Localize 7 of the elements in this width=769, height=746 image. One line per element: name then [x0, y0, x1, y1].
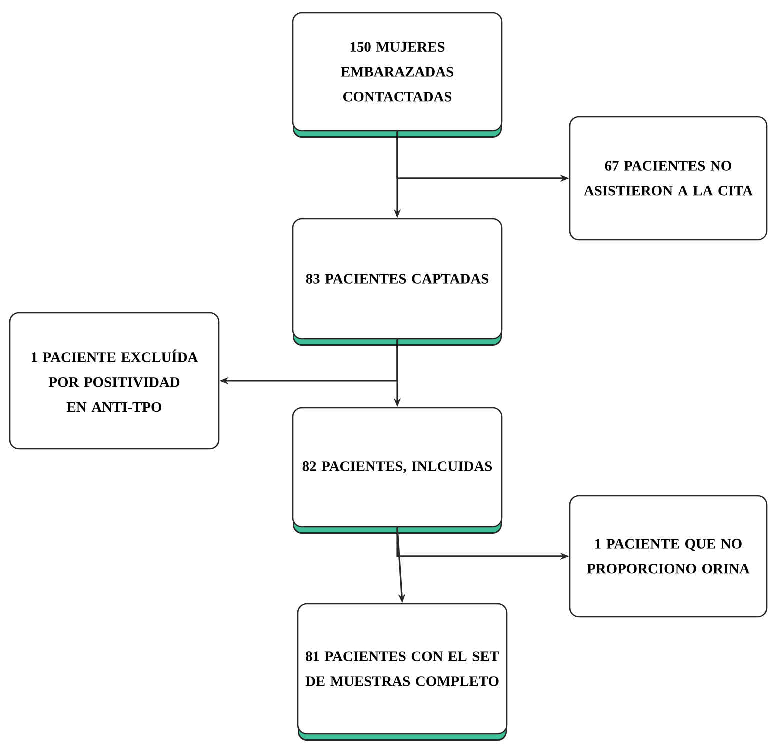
- process-box: 1 PACIENTE EXCLUÍDA POR POSITIVIDAD EN ANTI-TPO: [9, 312, 220, 450]
- process-box: 81 PACIENTES CON EL SET DE MUESTRAS COMPLETO: [297, 603, 508, 741]
- process-box: 83 PACIENTES CAPTADAS: [292, 218, 503, 346]
- process-box: 67 PACIENTES NO ASISTIERON A LA CITA: [569, 116, 768, 241]
- process-box: 150 MUJERES EMBARAZADAS CONTACTADAS: [292, 12, 503, 138]
- process-box: 1 PACIENTE QUE NO PROPORCIONO ORINA: [569, 495, 768, 618]
- process-box: 82 PACIENTES, INLCUIDAS: [292, 407, 503, 534]
